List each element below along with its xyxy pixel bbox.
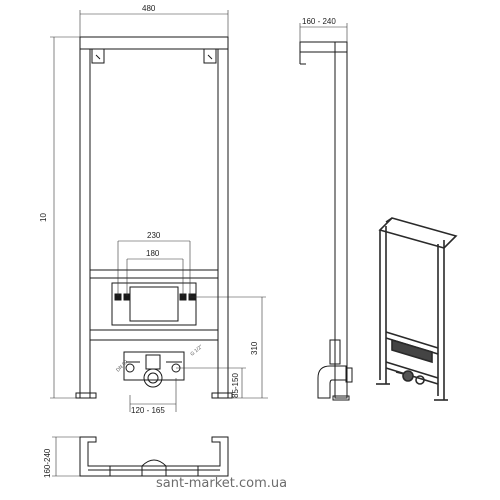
upright-left: [79, 48, 91, 399]
dim-inner-spacing: 180: [146, 249, 160, 258]
top-crossbar: [79, 36, 229, 50]
mounting-lug-right: [203, 48, 217, 64]
dim-frame-height: 10: [39, 213, 48, 222]
label-pipe-right: G 1/2": [189, 344, 204, 358]
dim-total-width: 480: [142, 4, 156, 13]
dim-outer-spacing: 230: [147, 231, 161, 240]
front-dimensions: [50, 10, 268, 412]
side-top-bracket: [299, 41, 348, 53]
drain-bracket: [123, 351, 185, 381]
front-view: [75, 36, 233, 399]
base-outline: [79, 436, 229, 477]
preview-3d: [376, 217, 458, 401]
mounting-plate: [111, 282, 197, 326]
side-dimensions: [299, 23, 348, 42]
upper-rail: [89, 269, 219, 279]
side-upright: [334, 41, 348, 399]
drain-pipe: [143, 368, 163, 388]
drain-elbow: [317, 365, 347, 399]
watermark: sant-market.com.ua: [156, 476, 287, 491]
upright-right: [217, 48, 229, 399]
side-view: [299, 41, 353, 401]
dim-drain-offset: 120 - 165: [131, 406, 165, 415]
lower-rail: [89, 329, 219, 341]
top-view: [79, 436, 229, 477]
dim-side-depth: 160 - 240: [302, 17, 336, 26]
dim-fixing-height: 310: [250, 341, 259, 355]
base-dimensions: [52, 436, 80, 477]
dim-drain-height: 85-150: [231, 373, 240, 398]
foot-right: [211, 392, 233, 399]
dim-base-depth: 160-240: [43, 448, 52, 478]
foot-left: [75, 392, 97, 399]
base-drain: [141, 459, 167, 476]
mounting-lug-left: [91, 48, 105, 64]
